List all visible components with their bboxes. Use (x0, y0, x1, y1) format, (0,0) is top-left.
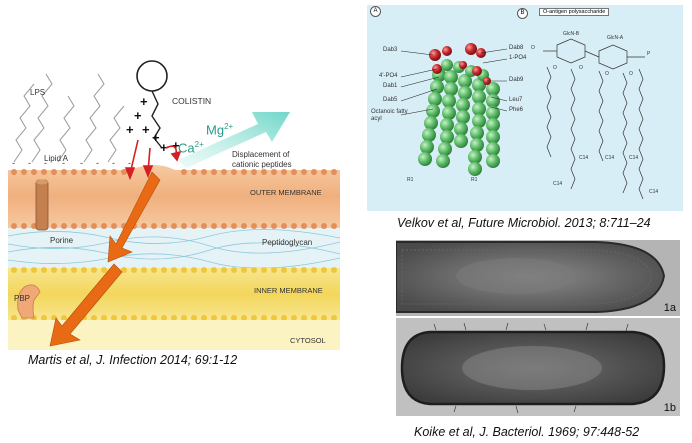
c14-label: C14 (605, 155, 615, 161)
svg-text:-: - (62, 158, 65, 168)
c14-label: C14 (553, 181, 563, 187)
residue-label: Octanoic fatty acyl (371, 109, 408, 122)
svg-text:P: P (647, 51, 651, 57)
pbp-protein (17, 284, 41, 319)
magnesium-ion: Mg2+ (206, 122, 234, 138)
outer-membrane (8, 165, 340, 228)
peptidoglycan-layer (8, 228, 340, 268)
cell-image-bottom (396, 318, 680, 416)
inner-membrane (8, 268, 340, 320)
svg-text:+: + (142, 122, 150, 137)
svg-text:+: + (160, 140, 168, 155)
cytosol-label: CYTOSOL (290, 336, 326, 345)
panel-b-marker: B (517, 8, 528, 19)
svg-text:O: O (605, 71, 609, 77)
inner-membrane-label: INNER MEMBRANE (254, 286, 323, 295)
residue-label: Dab8 (509, 45, 524, 51)
svg-text:+: + (134, 108, 142, 123)
c14-label: C14 (649, 189, 659, 195)
colistin-ring (136, 60, 168, 92)
svg-text:-: - (112, 158, 115, 168)
cell-image-top (396, 240, 680, 316)
cationic-peptides-label: cationic peptides (232, 160, 292, 169)
svg-text:-: - (128, 158, 131, 168)
penetration-arrow-1 (107, 171, 161, 263)
velkov-citation: Velkov et al, Future Microbiol. 2013; 8:… (397, 216, 651, 230)
svg-text:O: O (579, 65, 583, 71)
c14-label: C14 (579, 155, 589, 161)
svg-text:O: O (553, 65, 557, 71)
calcium-ion: Ca2+ (178, 140, 204, 156)
martis-citation: Martis et al, J. Infection 2014; 69:1-12 (28, 353, 238, 367)
penetration-arrow-2 (49, 263, 123, 347)
colistin-label: COLISTIN (172, 96, 212, 106)
svg-text:-: - (28, 158, 31, 168)
svg-text:-: - (44, 158, 47, 168)
residue-label: Leu7 (509, 97, 523, 103)
residue-label: Phe6 (509, 107, 524, 113)
pbp-label: PBP (14, 294, 31, 303)
micrograph-top: 1a (396, 240, 680, 316)
svg-text:-: - (96, 158, 99, 168)
micrograph-bottom: 1b (396, 318, 680, 416)
residue-label: Dab5 (383, 97, 398, 103)
residue-label: Dab1 (383, 83, 398, 89)
o-antigen-box: O-antigen polysaccharide (539, 8, 610, 16)
svg-text:+: + (140, 94, 148, 109)
displacement-arrow (178, 112, 290, 168)
r1-label: R1 (471, 177, 478, 183)
svg-text:-: - (80, 158, 83, 168)
porine-channel (35, 179, 49, 231)
svg-text:O: O (629, 71, 633, 77)
svg-text:+: + (126, 122, 134, 137)
molecular-structure: O O O O O P (400, 38, 651, 200)
svg-text:O: O (531, 45, 535, 51)
lps-label: LPS (30, 88, 46, 97)
outer-membrane-label: OUTER MEMBRANE (250, 188, 322, 197)
panel-a-marker: A (370, 6, 381, 17)
membrane-diagram: --- ---- - (0, 0, 345, 443)
glcn-a-label: GlcN-A (607, 35, 624, 41)
r1-label: R1 (407, 177, 414, 183)
peptidoglycan-label: Peptidoglycan (262, 238, 313, 247)
svg-text:+: + (152, 130, 160, 145)
lipid-a-label: Lipid A (44, 154, 69, 163)
porine-label: Porine (50, 236, 74, 245)
c14-label: C14 (629, 155, 639, 161)
membrane-illustration: --- ---- - (7, 60, 341, 350)
micrograph-label-top: 1a (663, 302, 676, 314)
residue-label: Dab9 (509, 77, 524, 83)
structure-panel: O O O O O P A B O-antigen polysaccharide Dab… (367, 5, 683, 211)
residue-label: Dab3 (383, 47, 398, 53)
glcn-b-label: GlcN-B (563, 31, 580, 37)
micrograph-label-bottom: 1b (663, 402, 676, 414)
residue-label: 1-PO4 (509, 55, 527, 61)
displacement-label: Displacement of (232, 150, 290, 159)
svg-text:-: - (12, 158, 15, 168)
svg-text:+: + (172, 138, 180, 153)
koike-citation: Koike et al, J. Bacteriol. 1969; 97:448-… (414, 425, 640, 439)
residue-label: 4'-PO4 (379, 73, 398, 79)
